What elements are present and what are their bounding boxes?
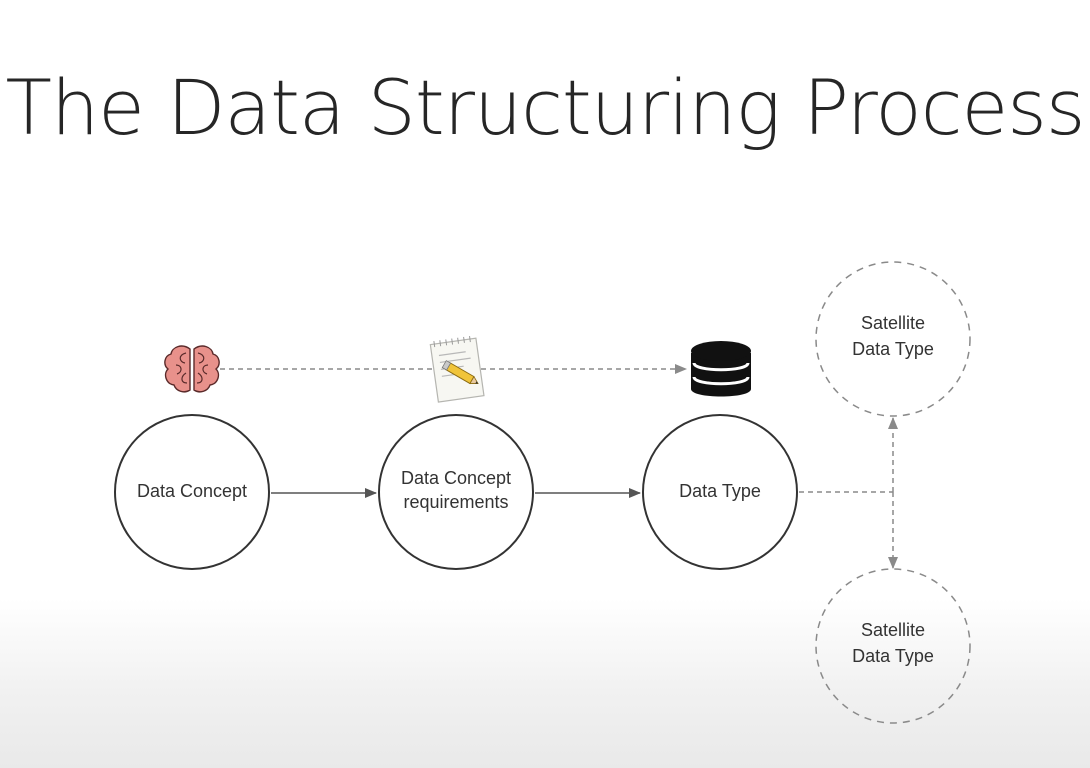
node-data-type [642, 414, 798, 570]
dashed-branch-satellites [799, 417, 898, 569]
notepad-pencil-icon [429, 336, 485, 403]
label-requirements-line2: requirements [403, 492, 508, 512]
label-requirements-line1: Data Concept [401, 468, 511, 488]
slide-title: The Data Structuring Process [5, 63, 1086, 152]
label-data-type: Data Type [679, 481, 761, 501]
node-satellite-bottom [815, 568, 971, 724]
label-satellite-top-line1: Satellite [861, 313, 925, 333]
label-satellite-bottom-line2: Data Type [852, 646, 934, 666]
label-satellite-bottom-line1: Satellite [861, 620, 925, 640]
database-icon [691, 341, 751, 397]
label-satellite-top-line2: Data Type [852, 339, 934, 359]
label-data-concept: Data Concept [137, 481, 247, 501]
node-data-concept [114, 414, 270, 570]
node-satellite-top [815, 261, 971, 417]
node-data-concept-requirements [378, 414, 534, 570]
brain-icon [164, 345, 220, 393]
